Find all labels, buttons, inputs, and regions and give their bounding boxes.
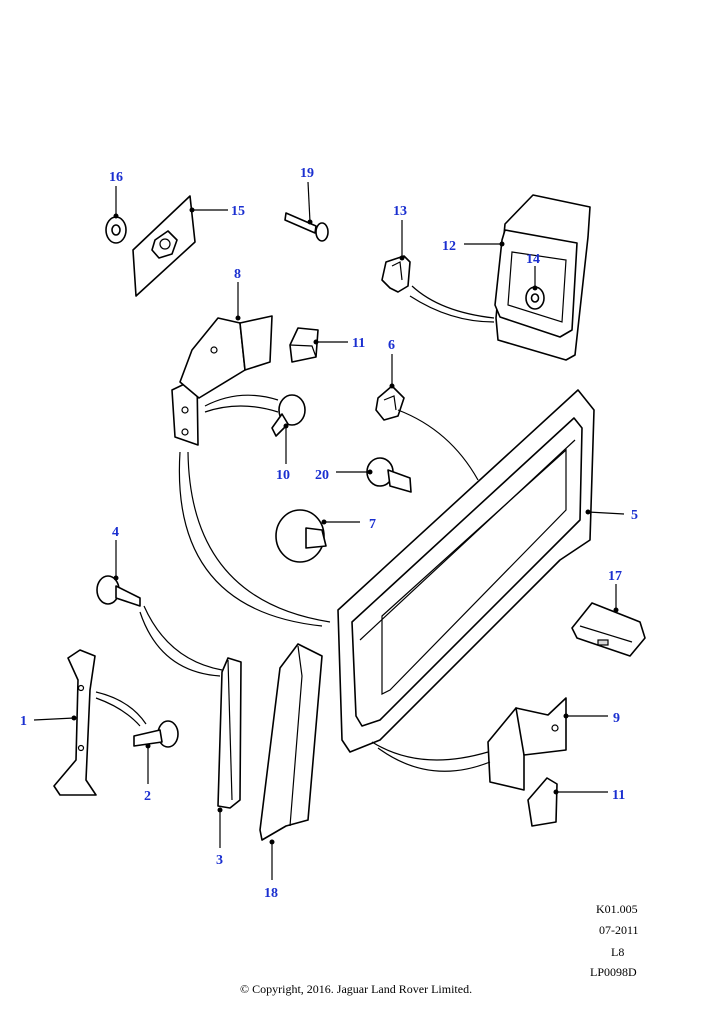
part-10-rivet — [271, 394, 306, 437]
part-6-clip — [375, 385, 405, 421]
part-9-bracket — [487, 697, 567, 791]
callout-13: 13 — [393, 204, 407, 219]
callout-3: 3 — [216, 853, 223, 868]
part-20-rivet — [366, 457, 412, 493]
part-11-pad-upper — [289, 327, 319, 363]
footer-copyright: © Copyright, 2016. Jaguar Land Rover Lim… — [240, 982, 473, 996]
callout-2: 2 — [144, 789, 151, 804]
assembly-lines — [95, 285, 495, 772]
leaders — [33, 181, 625, 880]
footer-date: 07-2011 — [599, 923, 639, 937]
callout-18: 18 — [264, 886, 278, 901]
part-5-frame — [337, 389, 595, 753]
callout-7: 7 — [369, 517, 376, 532]
callout-6: 6 — [388, 338, 395, 353]
callout-4: 4 — [112, 525, 119, 540]
callout-8: 8 — [234, 267, 241, 282]
callout-17: 17 — [608, 569, 622, 584]
callout-15: 15 — [231, 204, 245, 219]
callout-19: 19 — [300, 166, 314, 181]
part-3-strip — [217, 657, 242, 809]
part-13-clip — [381, 255, 411, 293]
part-14-washer — [525, 286, 545, 310]
callout-10: 10 — [276, 468, 290, 483]
part-16-washer — [105, 216, 127, 244]
footer-ref: LP0098D — [590, 965, 637, 979]
part-1-trim — [53, 649, 97, 796]
part-15-nut-plate — [132, 195, 196, 297]
callout-11-upper: 11 — [352, 336, 365, 351]
part-4-rivet — [96, 575, 141, 607]
callout-5: 5 — [631, 508, 638, 523]
footer-level: L8 — [611, 945, 625, 959]
callout-1: 1 — [20, 714, 27, 729]
callout-14: 14 — [526, 252, 540, 267]
part-17-pad — [571, 602, 646, 657]
callout-labels: 16 15 19 13 12 14 8 11 6 10 20 7 5 17 4 … — [20, 166, 638, 901]
part-19-screw — [284, 212, 329, 242]
callout-11-lower: 11 — [612, 788, 625, 803]
callout-16: 16 — [109, 170, 123, 185]
part-2-rivet — [133, 720, 179, 748]
part-12-housing — [494, 194, 591, 361]
part-7-rivet — [275, 509, 327, 563]
footer-code: K01.005 — [596, 902, 638, 916]
part-18-strip — [259, 643, 323, 841]
part-11-pad-lower — [527, 777, 558, 827]
callout-9: 9 — [613, 711, 620, 726]
part-8-bracket — [171, 315, 273, 446]
callout-20: 20 — [315, 468, 329, 483]
callout-12: 12 — [442, 239, 456, 254]
